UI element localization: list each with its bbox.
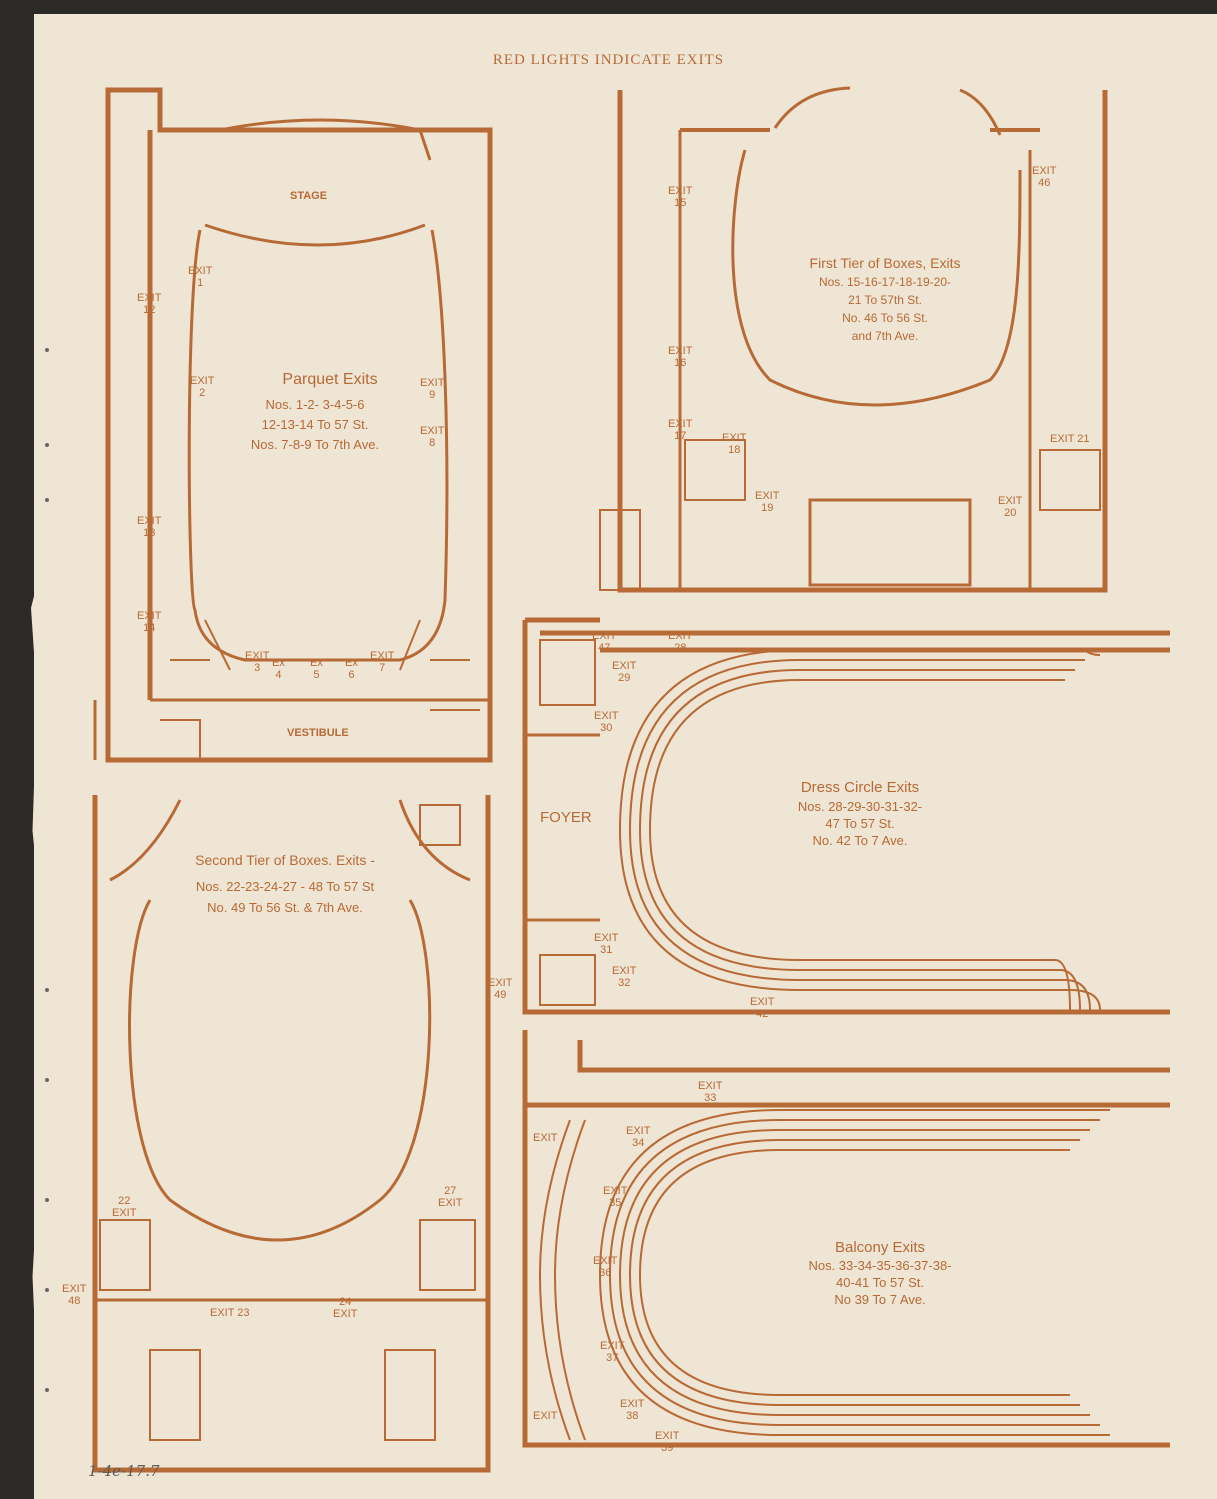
exit-16: EXIT 16 bbox=[668, 345, 693, 369]
balcony-lines: Nos. 33-34-35-36-37-38- 40-41 To 57 St. … bbox=[808, 1258, 952, 1307]
exit-24: 24 EXIT bbox=[333, 1296, 358, 1320]
exit-7: EXIT 7 bbox=[370, 650, 395, 674]
first-tier-plan bbox=[599, 86, 1108, 593]
foyer-label: FOYER bbox=[540, 809, 592, 826]
balcony-title: Balcony Exits bbox=[834, 1239, 926, 1256]
exit-47: EXIT 47 bbox=[592, 630, 617, 654]
dress-circle-lines: Nos. 28-29-30-31-32- 47 To 57 St. No. 42… bbox=[797, 799, 923, 848]
exit-14: EXIT 14 bbox=[137, 610, 162, 634]
exit-31: EXIT 31 bbox=[594, 932, 619, 956]
exit-3: EXIT 3 bbox=[245, 650, 270, 674]
exit-6: Ex 6 bbox=[345, 657, 358, 681]
exit-29: EXIT 29 bbox=[612, 660, 637, 684]
exit-33: EXIT 33 bbox=[698, 1080, 723, 1104]
second-tier-title: Second Tier of Boxes. Exits - bbox=[195, 852, 375, 868]
exit-unnumbered-top: EXIT bbox=[533, 1132, 558, 1144]
second-tier-plan bbox=[92, 795, 491, 1473]
exit-30: EXIT 30 bbox=[594, 710, 619, 734]
second-tier-lines: Nos. 22-23-24-27 - 48 To 57 St No. 49 To… bbox=[195, 879, 375, 915]
vestibule-label: VESTIBULE bbox=[287, 727, 349, 739]
exit-8: EXIT 8 bbox=[420, 425, 445, 449]
exit-48: EXIT 48 bbox=[62, 1283, 87, 1307]
exit-13: EXIT 13 bbox=[137, 515, 162, 539]
exit-42: EXIT 42 bbox=[750, 996, 775, 1020]
dress-circle-title: Dress Circle Exits bbox=[800, 779, 920, 796]
parquet-plan bbox=[93, 87, 493, 763]
exit-39: EXIT 39 bbox=[655, 1430, 680, 1454]
parquet-lines: Nos. 1-2- 3-4-5-6 12-13-14 To 57 St. Nos… bbox=[250, 397, 380, 452]
exit-32: EXIT 32 bbox=[612, 965, 637, 989]
exit-17: EXIT 17 bbox=[668, 418, 693, 442]
exit-15: EXIT 15 bbox=[668, 185, 693, 209]
exit-27: 27 EXIT bbox=[438, 1185, 463, 1209]
dress-circle-plan bbox=[522, 617, 1170, 1015]
exit-unnumbered-bottom: EXIT bbox=[533, 1410, 558, 1422]
handwritten-note: 1-4e-17.7 bbox=[88, 1462, 160, 1480]
exit-38: EXIT 38 bbox=[620, 1398, 645, 1422]
exit-22: 22 EXIT bbox=[112, 1195, 137, 1219]
exit-23: EXIT 23 bbox=[210, 1307, 250, 1319]
balcony-plan bbox=[522, 1030, 1170, 1448]
exit-18: EXIT 18 bbox=[722, 432, 747, 456]
exit-2: EXIT 2 bbox=[190, 375, 215, 399]
first-tier-lines: Nos. 15-16-17-18-19-20- 21 To 57th St. N… bbox=[818, 275, 952, 343]
exit-12: EXIT 12 bbox=[137, 292, 162, 316]
exit-35: EXIT 35 bbox=[603, 1185, 628, 1209]
page-header: RED LIGHTS INDICATE EXITS bbox=[492, 52, 725, 68]
exit-28: EXIT 28 bbox=[668, 630, 693, 654]
exit-34: EXIT 34 bbox=[626, 1125, 651, 1149]
parquet-title: Parquet Exits bbox=[282, 371, 378, 388]
exit-9: EXIT 9 bbox=[420, 377, 445, 401]
exit-5: Ex 5 bbox=[310, 657, 323, 681]
exit-37: EXIT 37 bbox=[600, 1340, 625, 1364]
exit-20: EXIT 20 bbox=[998, 495, 1023, 519]
exit-19: EXIT 19 bbox=[755, 490, 780, 514]
binding-holes bbox=[45, 348, 49, 1392]
stage-label: STAGE bbox=[290, 190, 328, 202]
exit-46: EXIT 46 bbox=[1032, 165, 1057, 189]
exit-36: EXIT 36 bbox=[593, 1255, 618, 1279]
exit-1: EXIT 1 bbox=[188, 265, 213, 289]
exit-4: Ex 4 bbox=[272, 657, 285, 681]
exit-49: EXIT 49 bbox=[488, 977, 513, 1001]
exit-21: EXIT 21 bbox=[1050, 433, 1090, 445]
first-tier-title: First Tier of Boxes, Exits bbox=[809, 255, 961, 271]
